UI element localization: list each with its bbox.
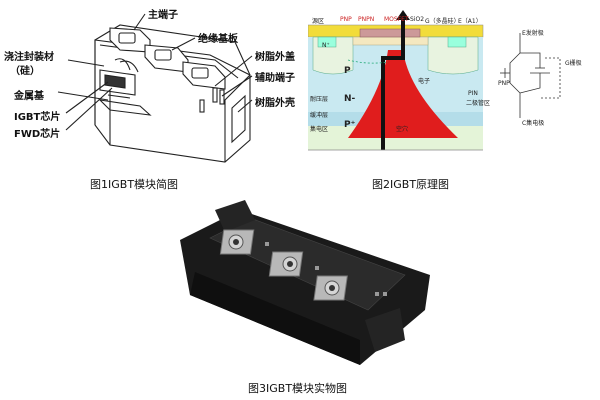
figure-1-module-sketch: 主端子 绝缘基板 浇注封装材 （硅） 金属基 IGBT芯片 FWD芯片 树脂外盖… (0, 0, 295, 195)
label-pnpn: PNPN (358, 16, 375, 23)
figure-3-caption: 图3IGBT模块实物图 (248, 382, 348, 395)
figure-2-caption: 图2IGBT原理图 (372, 178, 450, 191)
label-diode-region: 二极管区 (466, 100, 491, 107)
label-buffer-layer: 缓冲层 (310, 112, 329, 119)
label-sio2: SiO2 (410, 16, 425, 23)
label-circuit-pnp: PNP (498, 80, 510, 87)
label-pnp: PNP (340, 16, 352, 23)
label-p-well: P (344, 66, 351, 76)
label-hole: 空穴 (396, 126, 409, 133)
label-pin: PIN (468, 90, 478, 97)
equivalent-circuit (500, 33, 561, 118)
label-insulated-substrate: 绝缘基板 (198, 34, 238, 45)
label-silicone: （硅） (10, 66, 40, 77)
label-n-minus: N- (344, 94, 356, 104)
label-emitter: E（A1） (458, 18, 482, 25)
label-drift-layer: 耐压层 (310, 96, 329, 103)
figure-3-module-photo: 图3IGBT模块实物图 (170, 200, 430, 400)
label-resin-case: 树脂外壳 (255, 98, 295, 109)
label-main-terminal: 主端子 (148, 10, 178, 21)
label-p-plus: P⁺ (344, 120, 356, 130)
label-igbt-chip: IGBT芯片 (14, 112, 61, 123)
figure-1-caption: 图1IGBT模块简图 (90, 178, 179, 191)
label-circuit-emitter: E发射极 (522, 30, 544, 37)
label-collector-region: 集电区 (310, 126, 329, 133)
label-fwd-chip: FWD芯片 (14, 129, 61, 140)
figure-2-principle-diagram: 源区 PNP PNPN MOSFET SiO2 G（多晶硅） E（A1） N⁺ … (300, 0, 600, 195)
label-resin-cover: 树脂外盖 (255, 52, 295, 63)
label-n-plus: N⁺ (322, 42, 330, 49)
label-gate: G（多晶硅） (425, 18, 460, 25)
label-mosfet: MOSFET (384, 16, 409, 23)
label-metal-base: 金属基 (14, 91, 44, 102)
label-circuit-collector: C集电极 (522, 120, 545, 127)
module-photo-drawing (180, 200, 430, 365)
label-potting-material: 浇注封装材 (4, 52, 54, 63)
igbt-cross-section (308, 10, 484, 151)
label-circuit-gate: G栅极 (565, 60, 582, 67)
label-aux-terminal: 辅助端子 (255, 73, 295, 84)
label-electron: 电子 (418, 78, 431, 85)
label-source-region: 源区 (312, 18, 325, 25)
module-sketch-drawing (57, 13, 253, 163)
